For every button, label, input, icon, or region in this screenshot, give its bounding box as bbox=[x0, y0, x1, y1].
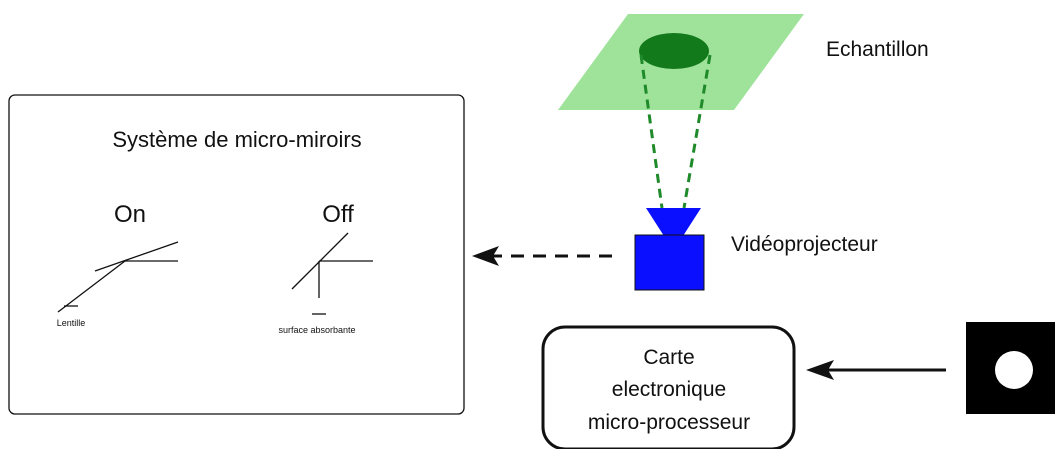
on-mirror-line bbox=[94, 241, 179, 272]
absorber-label: surface absorbante bbox=[278, 325, 355, 335]
board-line-3: micro-processeur bbox=[588, 411, 750, 434]
sample-group: Echantillon bbox=[558, 14, 929, 110]
projector-to-mirror-arrowhead bbox=[472, 246, 499, 266]
projection-beam bbox=[639, 54, 712, 209]
beam-right-edge bbox=[682, 54, 712, 209]
micro-mirror-title: Système de micro-miroirs bbox=[112, 127, 361, 152]
projector-group: Vidéoprojecteur bbox=[634, 208, 878, 291]
off-state-label: Off bbox=[322, 201, 354, 228]
input-pattern-image bbox=[966, 322, 1055, 414]
on-reflected-ray bbox=[57, 260, 126, 313]
lens-label: Lentille bbox=[57, 318, 86, 328]
on-state-label: On bbox=[114, 201, 146, 228]
board-group: Carte electronique micro-processeur bbox=[541, 325, 796, 449]
board-line-1: Carte bbox=[643, 346, 694, 369]
off-state-mirror-sketch bbox=[291, 232, 373, 315]
micro-mirror-box bbox=[8, 94, 465, 415]
projector-body bbox=[634, 234, 705, 291]
board-line-2: electronique bbox=[612, 378, 726, 401]
board-box bbox=[541, 325, 796, 449]
on-state-mirror-sketch bbox=[57, 241, 179, 313]
projector-lens bbox=[646, 208, 701, 236]
beam-left-edge bbox=[639, 54, 664, 209]
input-to-board-arrowhead bbox=[806, 360, 834, 380]
sample-label: Echantillon bbox=[826, 38, 929, 61]
projector-label: Vidéoprojecteur bbox=[731, 233, 878, 256]
input-pattern-spot bbox=[995, 351, 1033, 389]
micro-mirror-system-panel: Système de micro-miroirs On Lentille Off… bbox=[8, 94, 465, 415]
sample-spot bbox=[639, 33, 709, 69]
